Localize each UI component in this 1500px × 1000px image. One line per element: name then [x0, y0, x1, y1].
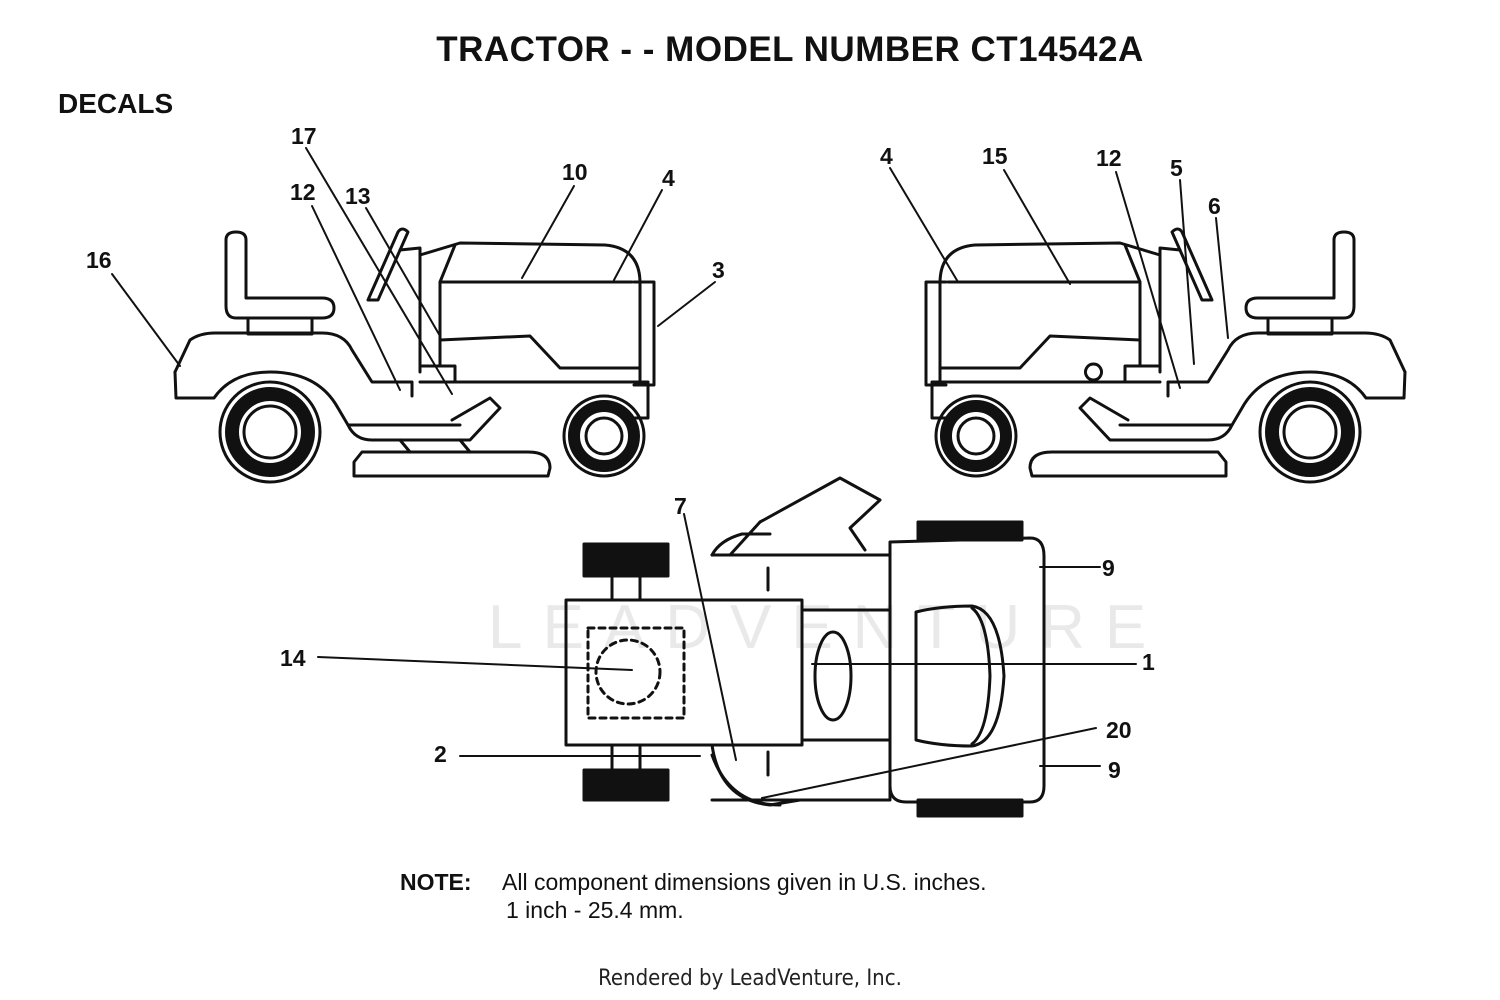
callout-5-right: 5 [1170, 155, 1183, 181]
footer-credit: Rendered by LeadVenture, Inc. [598, 966, 902, 991]
callout-12-left: 12 [290, 179, 316, 205]
leader-lines [111, 147, 1229, 799]
callout-12-right: 12 [1096, 145, 1122, 171]
callout-10-left: 10 [562, 159, 588, 185]
dimension-note: NOTE: All component dimensions given in U… [400, 868, 987, 924]
callout-15-right: 15 [982, 143, 1008, 169]
callout-1-top: 1 [1142, 649, 1155, 675]
note-line-1: All component dimensions given in U.S. i… [502, 869, 987, 895]
callout-6-right: 6 [1208, 193, 1221, 219]
callout-4-right: 4 [880, 143, 893, 169]
callout-7-top: 7 [674, 493, 687, 519]
callout-9-top-upper: 9 [1102, 555, 1115, 581]
callout-20-top: 20 [1106, 717, 1132, 743]
callout-4-left: 4 [662, 165, 675, 191]
callout-17-left: 17 [291, 123, 317, 149]
section-title: DECALS [58, 88, 174, 119]
page-title: TRACTOR - - MODEL NUMBER CT14542A [436, 30, 1144, 69]
callout-9-top-lower: 9 [1108, 757, 1121, 783]
note-label: NOTE: [400, 869, 472, 895]
tractor-right-side-view [924, 227, 1407, 484]
tractor-top-view [564, 476, 1046, 818]
callout-14-top: 14 [280, 645, 306, 671]
note-line-2: 1 inch - 25.4 mm. [506, 897, 684, 923]
callout-2-top: 2 [434, 741, 447, 767]
tractor-left-side-view [173, 227, 656, 484]
callout-labels: 17 12 13 10 4 3 16 4 15 12 5 6 7 9 14 1 … [86, 123, 1221, 783]
callout-3-left: 3 [712, 257, 725, 283]
callout-13-left: 13 [345, 183, 371, 209]
callout-16-left: 16 [86, 247, 112, 273]
